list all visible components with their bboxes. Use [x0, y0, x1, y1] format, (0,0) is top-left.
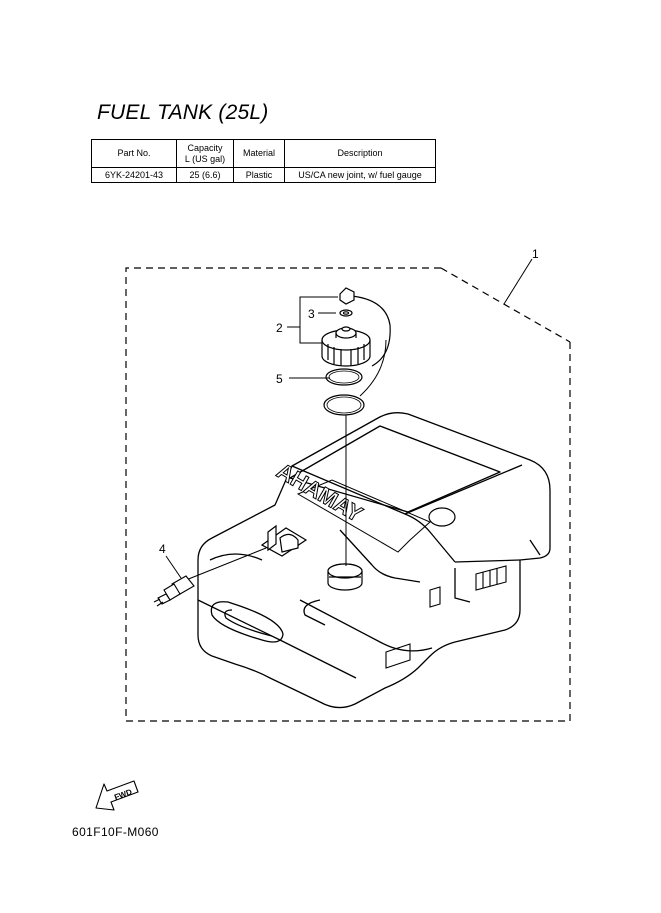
callout-2: 2 [276, 321, 283, 335]
figure-code: 601F10F-M060 [72, 825, 159, 839]
fuel-joint-connector [153, 575, 195, 607]
o-ring-upper [325, 368, 363, 386]
cap-tether-lower [359, 339, 387, 397]
top-port-cap [428, 507, 456, 527]
leader-line-4 [165, 555, 182, 579]
callout-3: 3 [308, 307, 315, 321]
assembly-boundary-diagonal [440, 267, 571, 343]
fuel-joint-bracket [260, 524, 308, 557]
o-ring-upper-inner [328, 370, 360, 384]
callout-5: 5 [276, 372, 283, 386]
cell-description: US/CA new joint, w/ fuel gauge [284, 167, 436, 183]
cap-tether [351, 295, 391, 367]
filler-neck [327, 563, 363, 591]
fuel-tank-body [197, 412, 551, 709]
o-ring-lower [323, 394, 365, 416]
tank-cap-assembly [321, 326, 371, 367]
callout-4: 4 [159, 542, 166, 556]
callout-1: 1 [532, 247, 539, 261]
fwd-arrow-icon: FWD [95, 780, 139, 811]
leader-bracket-2 [299, 296, 338, 344]
joint-extension-line [185, 547, 267, 581]
spec-table: Part No. Capacity L (US gal) Material De… [91, 139, 436, 183]
page-title: FUEL TANK (25L) [97, 101, 269, 124]
header-capacity-text: Capacity L (US gal) [184, 142, 226, 164]
header-part-no: Part No. [91, 139, 177, 168]
o-ring-lower-inner [326, 396, 362, 414]
side-window-grille [385, 565, 507, 669]
vent-screw [339, 287, 355, 317]
assembly-boundary [125, 267, 571, 722]
header-capacity: Capacity L (US gal) [176, 139, 234, 168]
leader-line-1 [503, 258, 533, 305]
table-row: 6YK-24201-43 25 (6.6) Plastic US/CA new … [91, 167, 436, 183]
